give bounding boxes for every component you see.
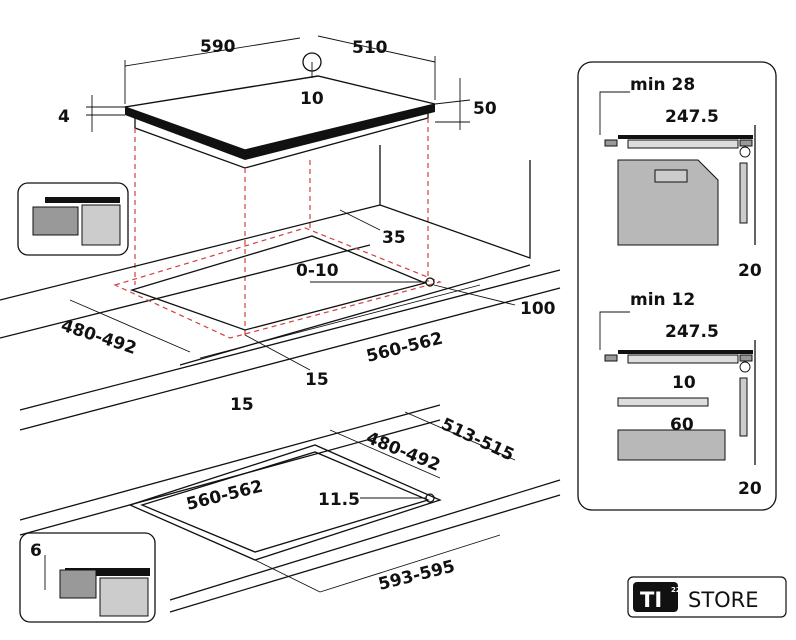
flush-inner-outline xyxy=(140,451,430,553)
drawer-bottom-gap-label: 60 xyxy=(670,415,694,435)
width-label: 590 xyxy=(200,37,236,57)
depth-dimension-line xyxy=(317,35,436,63)
oven-case-section: min 28 247.5 20 xyxy=(599,75,762,281)
drawer-vent-label: 247.5 xyxy=(665,322,719,342)
tistore-logo: TI 22 STORE xyxy=(627,576,787,618)
cutout-width-label: 560-562 xyxy=(364,329,445,367)
hob-glass-top xyxy=(124,75,436,151)
hob-top-view: 590 510 10 4 50 xyxy=(58,35,497,335)
rear-clearance-label: 35 xyxy=(382,228,406,248)
oven-vent-label: 247.5 xyxy=(665,107,719,127)
cutout-outline xyxy=(129,235,428,331)
countertop-cutout-view: 35 0-10 100 480-492 560-562 15 15 xyxy=(0,145,561,431)
width-dimension-line xyxy=(124,37,301,67)
inner-depth-label: 480-492 xyxy=(363,428,443,476)
connector-label: 10 xyxy=(300,89,324,109)
logo-store: STORE xyxy=(688,588,759,612)
glass-thickness-label: 4 xyxy=(58,107,70,127)
drawer-wall-gap-label: 20 xyxy=(738,479,762,499)
flush-connector-label: 11.5 xyxy=(318,490,360,510)
front-clearance-label: 15 xyxy=(230,395,254,415)
logo-brand: TI xyxy=(640,588,662,612)
drawer-min-label: min 12 xyxy=(630,290,695,310)
recess-label: 6 xyxy=(30,541,42,561)
cutout-dashed-outline xyxy=(113,227,442,339)
cutout-depth-label: 480-492 xyxy=(58,316,138,359)
inner-width-label: 560-562 xyxy=(184,477,265,515)
rear-distance-label: 100 xyxy=(520,299,556,319)
outer-depth-label: 513-515 xyxy=(438,414,517,465)
flush-outer-outline xyxy=(128,444,442,561)
flush-mount-detail: 6 xyxy=(19,532,156,623)
side-clearance-label: 15 xyxy=(305,370,329,390)
drawer-case-section: min 12 247.5 10 60 20 xyxy=(599,290,762,499)
depth-label: 510 xyxy=(352,38,388,58)
oven-min-label: min 28 xyxy=(630,75,695,95)
oven-wall-gap-label: 20 xyxy=(738,261,762,281)
standard-mount-detail xyxy=(17,182,129,256)
drawer-gap-label: 10 xyxy=(672,373,696,393)
side-section-panel: min 28 247.5 20 min 12 247.5 10 60 20 xyxy=(577,61,777,511)
hob-edge xyxy=(125,104,435,160)
outer-width-label: 593-595 xyxy=(376,557,457,595)
height-label: 50 xyxy=(473,99,497,119)
logo-superscript: 22 xyxy=(671,586,681,594)
connector-range-label: 0-10 xyxy=(296,261,339,281)
